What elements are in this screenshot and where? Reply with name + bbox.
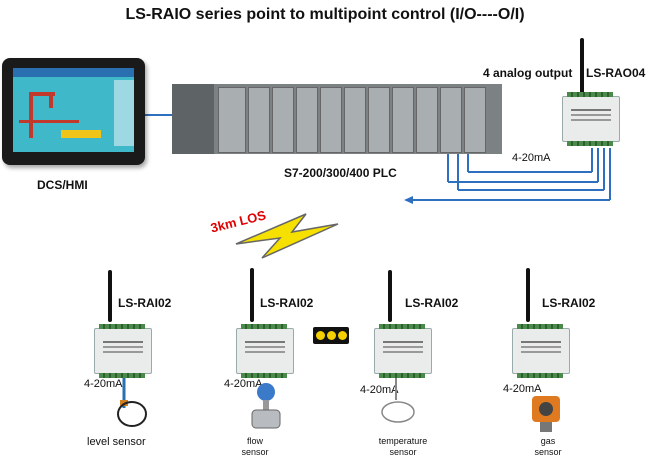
plc-label: S7-200/300/400 PLC bbox=[284, 166, 397, 180]
input-module-device bbox=[94, 324, 152, 378]
plc-rack bbox=[172, 84, 502, 154]
level-sensor-icon bbox=[117, 378, 147, 427]
antenna-icon bbox=[388, 270, 392, 322]
input-signal: 4-20mA bbox=[360, 384, 399, 396]
input-module-device bbox=[236, 324, 294, 378]
input-module-device bbox=[374, 324, 432, 378]
output-signal: 4-20mA bbox=[512, 152, 551, 164]
hmi-label: DCS/HMI bbox=[37, 178, 88, 192]
lightning-bolt-icon bbox=[235, 213, 339, 259]
input-module-name: LS-RAI02 bbox=[542, 296, 596, 310]
output-module-device bbox=[562, 92, 620, 146]
sensor-label: flow sensor bbox=[241, 436, 269, 457]
diagram-title: LS-RAIO series point to multipoint contr… bbox=[125, 6, 525, 23]
antenna-icon bbox=[580, 38, 584, 96]
flow-sensor-icon bbox=[251, 383, 281, 429]
antenna-icon bbox=[250, 268, 254, 322]
sensor-label: gas sensor bbox=[534, 436, 562, 457]
connection-wires bbox=[145, 114, 611, 201]
sensor-label: level sensor bbox=[87, 436, 146, 448]
sensor-label: temperature sensor bbox=[378, 436, 428, 457]
gas-sensor-icon bbox=[532, 396, 560, 432]
input-signal: 4-20mA bbox=[224, 378, 263, 390]
input-module-name: LS-RAI02 bbox=[118, 296, 172, 310]
input-module-name: LS-RAI02 bbox=[260, 296, 314, 310]
output-caption: 4 analog output bbox=[483, 66, 573, 80]
antenna-icon bbox=[108, 270, 112, 322]
input-module-device bbox=[512, 324, 570, 378]
output-module-name: LS-RAO04 bbox=[586, 66, 646, 80]
plc-cpu bbox=[172, 84, 214, 154]
temperature-sensor-icon bbox=[381, 378, 415, 423]
hmi-screen bbox=[13, 68, 134, 152]
more-devices-icon bbox=[313, 327, 349, 344]
input-signal: 4-20mA bbox=[503, 383, 542, 395]
antenna-icon bbox=[526, 268, 530, 322]
input-module-name: LS-RAI02 bbox=[405, 296, 459, 310]
hmi-process-graphic bbox=[19, 84, 107, 144]
hmi-panel bbox=[2, 58, 145, 165]
input-signal: 4-20mA bbox=[84, 378, 123, 390]
